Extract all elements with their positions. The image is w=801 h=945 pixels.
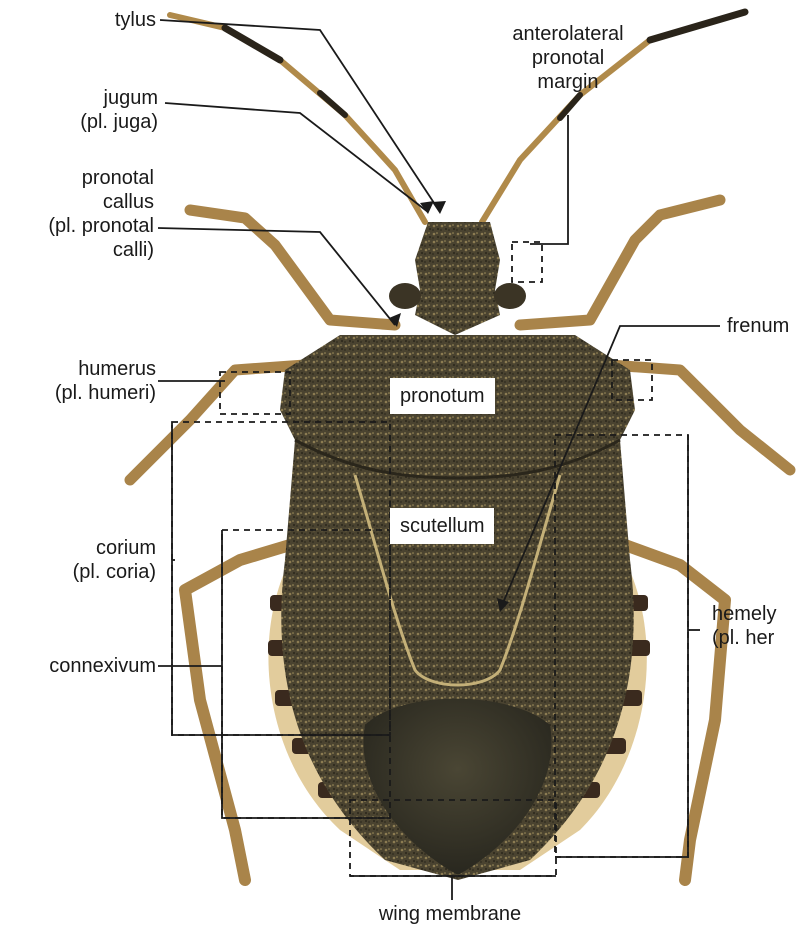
label-pronotum: pronotum [390, 378, 495, 414]
antennae [170, 12, 745, 222]
label-scutellum: scutellum [390, 508, 494, 544]
label-pronotal-callus: pronotal callus (pl. pronotal calli) [48, 166, 154, 262]
label-connexivum: connexivum [49, 654, 156, 678]
label-anterolateral-pronotal-margin: anterolateral pronotal margin [488, 22, 648, 94]
label-wing-membrane: wing membrane [350, 902, 550, 926]
label-jugum: jugum (pl. juga) [80, 86, 158, 134]
label-hemelytron: hemely (pl. her [712, 602, 776, 650]
label-frenum: frenum [727, 314, 789, 338]
head [389, 222, 526, 335]
label-corium: corium (pl. coria) [73, 536, 156, 584]
label-humerus: humerus (pl. humeri) [55, 357, 156, 405]
label-tylus: tylus [115, 8, 156, 32]
